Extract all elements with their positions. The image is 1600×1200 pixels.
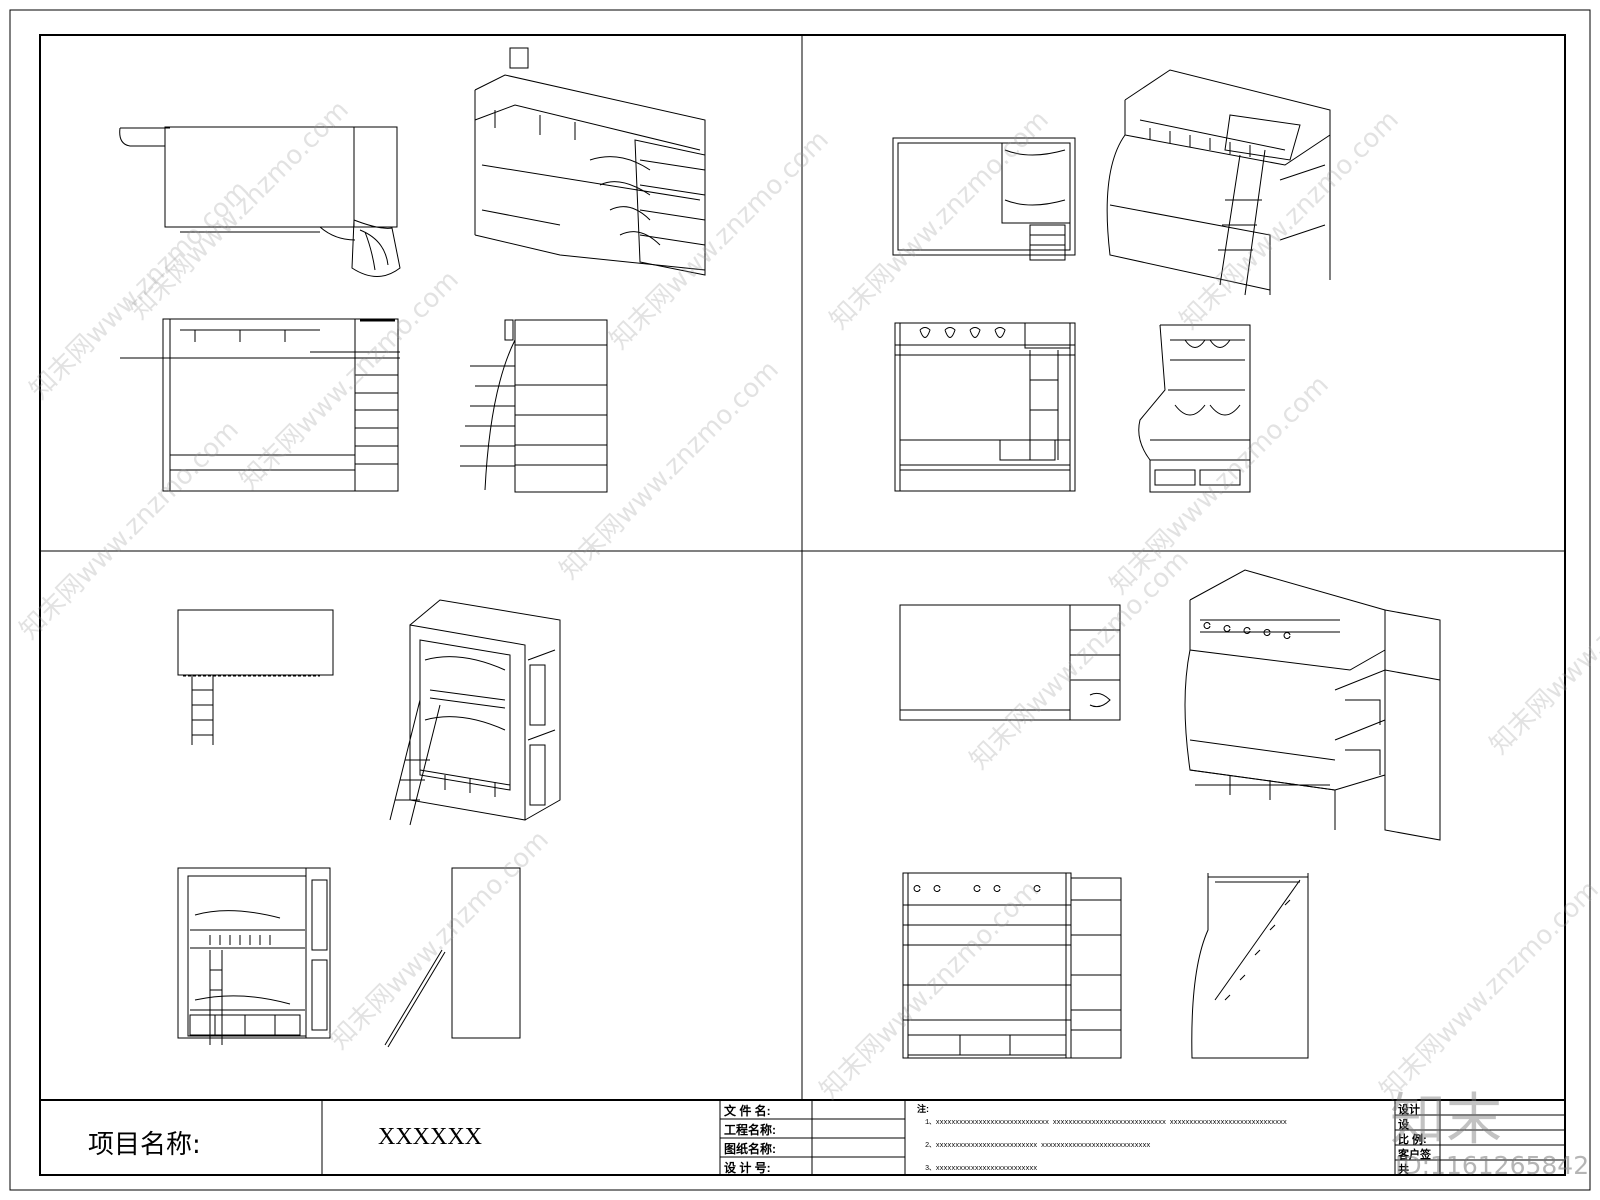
total-sheets-label: 共	[1398, 1164, 1409, 1176]
file-name-label: 文 件 名:	[724, 1104, 771, 1118]
title-block-lines	[40, 1099, 1565, 1175]
client-sign-label: 客户签	[1398, 1149, 1431, 1161]
panel-3-drawings	[177, 599, 561, 1048]
project-name-label: 项目名称:	[88, 1130, 201, 1160]
design-number-label: 设 计 号:	[724, 1161, 771, 1175]
watermark-id: ID:1161265842	[1395, 1151, 1590, 1180]
scale-label: 比 例:	[1398, 1134, 1427, 1146]
designer-label: 设计	[1398, 1104, 1420, 1116]
design-label: 设	[1398, 1119, 1409, 1131]
note-1: 1、xxxxxxxxxxxxxxxxxxxxxxxxxxxxx xxxxxxxx…	[925, 1119, 1287, 1127]
project-name-value: XXXXXX	[378, 1124, 482, 1150]
project-title-label: 工程名称:	[724, 1123, 776, 1137]
note-2: 2、xxxxxxxxxxxxxxxxxxxxxxxxxx xxxxxxxxxxx…	[925, 1142, 1151, 1150]
drawing-name-label: 图纸名称:	[724, 1142, 776, 1156]
panel-4-drawings	[899, 569, 1441, 1059]
notes-label: 注:	[917, 1104, 929, 1114]
note-3: 3、xxxxxxxxxxxxxxxxxxxxxxxxxx	[925, 1165, 1038, 1173]
outer-frame	[9, 9, 1591, 1191]
panel-2-drawings	[892, 69, 1331, 493]
watermark-logo: 知末	[1390, 1088, 1502, 1153]
panel-1-drawings	[119, 47, 706, 493]
